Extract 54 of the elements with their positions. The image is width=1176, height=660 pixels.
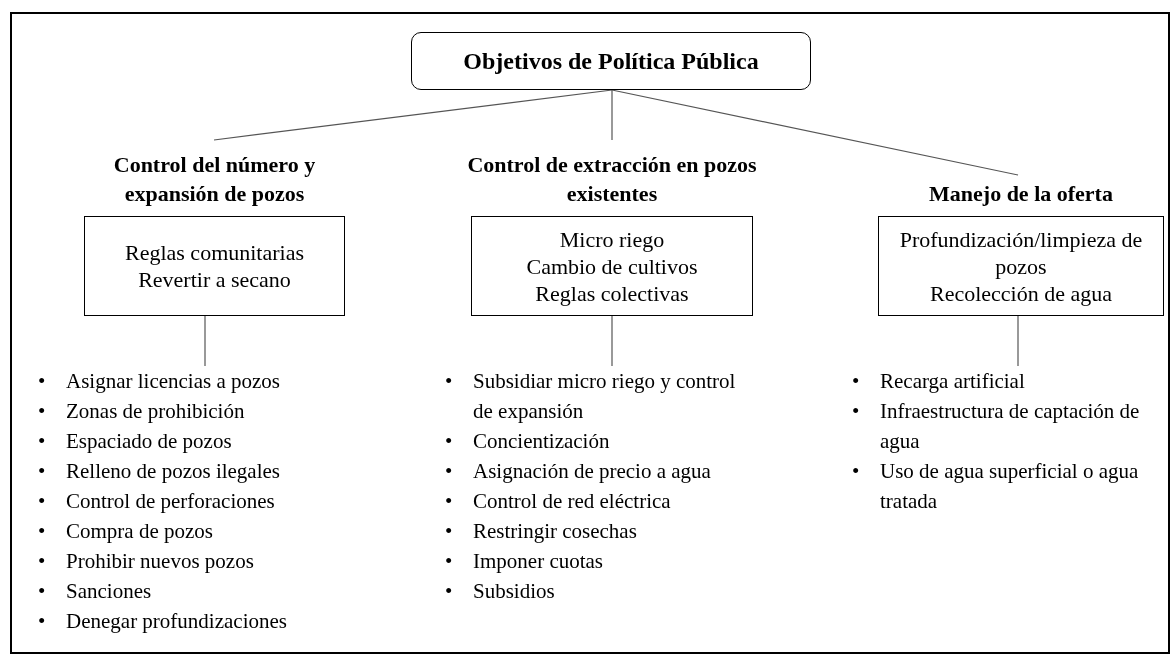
bullet-marker: • (444, 488, 454, 515)
category-heading: Control del número y expansión de pozos (112, 151, 317, 208)
bullet-marker: • (37, 368, 47, 395)
bullet-marker: • (444, 518, 454, 545)
bullet-marker: • (37, 458, 47, 485)
bullet-item: Recarga artificial (880, 368, 1026, 395)
bullet-marker: • (851, 458, 861, 485)
bullet-marker: • (444, 548, 454, 575)
bullet-marker: • (444, 578, 454, 605)
bullet-marker: • (444, 458, 454, 485)
box-text: Cambio de cultivos (526, 252, 698, 280)
bullet-item: Espaciado de pozos (66, 428, 233, 455)
box-text: Revertir a secano (138, 266, 291, 293)
bullet-item: Zonas de prohibición (66, 398, 246, 425)
bullet-marker: • (37, 548, 47, 575)
bullet-marker: • (37, 488, 47, 515)
connector-line (1017, 315, 1019, 367)
bullet-item: Subsidios (473, 578, 556, 605)
bullet-item: Control de perforaciones (66, 488, 276, 515)
bullet-item: Infraestructura de captación de agua (880, 398, 1141, 455)
bullet-item: Imponer cuotas (473, 548, 605, 575)
connector-line (204, 315, 206, 367)
bullet-item: Compra de pozos (66, 518, 214, 545)
title-box: Objetivos de Política Pública (411, 32, 811, 90)
bullet-item: Denegar profundizaciones (66, 608, 288, 635)
bullet-marker: • (444, 428, 454, 455)
bullet-item: Restringir cosechas (473, 518, 638, 545)
bullet-item: Concientización (473, 428, 611, 455)
bullet-marker: • (37, 578, 47, 605)
bullet-item: Asignación de precio a agua (473, 458, 712, 485)
bullet-marker: • (444, 368, 454, 395)
bullet-marker: • (37, 398, 47, 425)
box-text: Reglas comunitarias (125, 239, 304, 266)
bullet-item: Control de red eléctrica (473, 488, 672, 515)
bullet-marker: • (37, 608, 47, 635)
box-text: Profundización/limpieza de pozos (898, 225, 1144, 280)
bullet-item: Prohibir nuevos pozos (66, 548, 255, 575)
bullet-item: Sanciones (66, 578, 153, 605)
bullet-marker: • (37, 518, 47, 545)
connector-line (611, 89, 613, 141)
box-text: Micro riego (559, 225, 665, 253)
category-heading: Manejo de la oferta (929, 180, 1113, 208)
connector-line (611, 315, 613, 367)
category-heading: Control de extracción en pozos existentes (466, 151, 758, 208)
connector-line (611, 89, 1019, 176)
bullet-item: Subsidiar micro riego y control de expansión (473, 368, 737, 425)
bullet-marker: • (37, 428, 47, 455)
bullet-marker: • (851, 398, 861, 425)
bullet-item: Uso de agua superficial o agua tratada (880, 458, 1140, 515)
bullet-marker: • (851, 368, 861, 395)
bullet-item: Relleno de pozos ilegales (66, 458, 282, 485)
bullet-item: Asignar licencias a pozos (66, 368, 281, 395)
box-text: Reglas colectivas (535, 279, 689, 307)
box-text: Recolección de agua (930, 279, 1112, 307)
